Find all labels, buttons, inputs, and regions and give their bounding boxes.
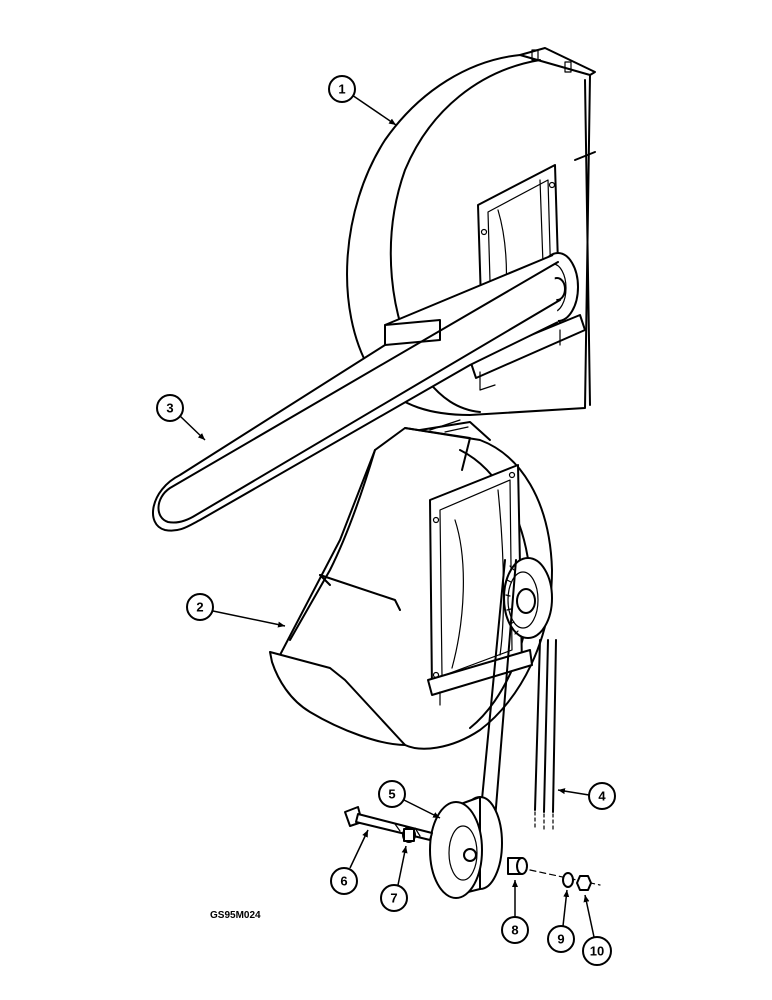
washer-and-nut [529,869,601,891]
callout-1: 1 [328,75,397,126]
callout-8: 8 [501,880,529,944]
drive-belt-3 [152,254,561,532]
callout-7: 7 [380,845,408,912]
callout-8-label: 8 [511,923,518,938]
callout-9-label: 9 [557,932,564,947]
callout-3-label: 3 [166,401,173,416]
bolt [344,806,433,841]
callout-10: 10 [582,894,612,966]
callout-7-label: 7 [390,891,397,906]
callout-6: 6 [330,829,369,895]
drive-belt-4 [479,559,557,833]
callout-5: 5 [378,780,441,819]
callout-4-label: 4 [598,789,606,804]
callout-10-label: 10 [590,944,604,959]
spacer-washer [402,827,416,843]
idler-pulley [429,796,503,899]
callout-9: 9 [547,889,575,953]
figure-code: GS95M024 [210,910,261,921]
callout-6-label: 6 [340,874,347,889]
bushing [507,857,528,875]
callout-3: 3 [156,394,206,441]
lower-fan-housing [269,419,553,750]
callout-5-label: 5 [388,787,395,802]
callout-1-label: 1 [338,82,345,97]
callout-2: 2 [186,593,286,628]
callout-4: 4 [557,782,616,810]
callout-2-label: 2 [196,600,203,615]
